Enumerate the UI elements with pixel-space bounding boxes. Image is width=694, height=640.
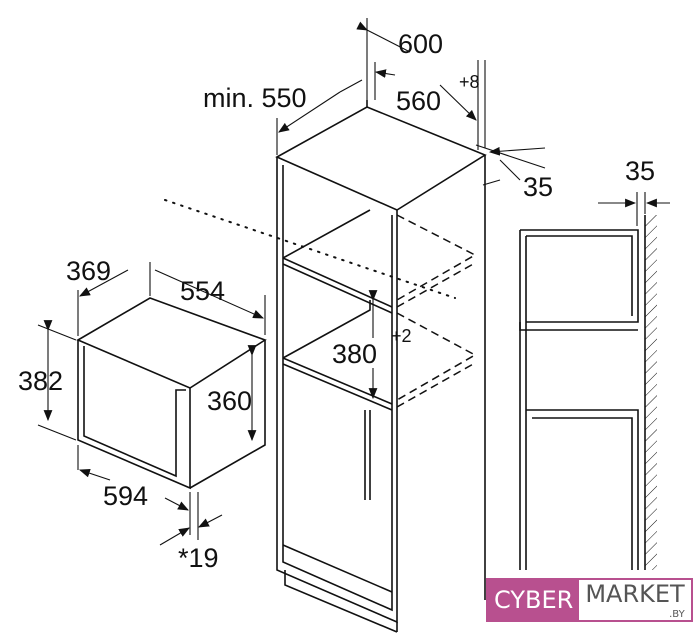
- label-appliance-height: 382: [18, 366, 63, 396]
- logo-part-1: CYBER: [488, 580, 580, 620]
- logo-part-2: MARKET.BY: [579, 580, 690, 620]
- label-side-gap: 35: [625, 156, 655, 186]
- label-niche-height: 380: [332, 339, 377, 369]
- cybermarket-logo: CYBER MARKET.BY: [486, 578, 693, 622]
- dimension-lines: [276, 18, 546, 400]
- logo-part-2-text: MARKET: [585, 580, 685, 608]
- label-appliance-body-width: 554: [180, 276, 225, 306]
- logo-suffix: .BY: [669, 609, 685, 620]
- label-niche-height-tolerance: +2: [391, 326, 412, 346]
- label-appliance-body-height: 360: [207, 386, 252, 416]
- label-cabinet-width: 600: [398, 29, 443, 59]
- label-appliance-width: 594: [103, 481, 148, 511]
- tall-cabinet: [275, 100, 487, 633]
- side-view: [519, 192, 670, 570]
- microwave: [37, 262, 267, 546]
- label-niche-width: 560: [396, 86, 441, 116]
- label-door-thickness: *19: [178, 543, 219, 573]
- label-appliance-depth: 369: [66, 256, 111, 286]
- label-niche-width-tolerance: +8: [459, 72, 480, 92]
- label-rear-gap: 35: [523, 172, 553, 202]
- dotted-guide: [164, 199, 456, 299]
- label-cabinet-depth: min. 550: [203, 83, 307, 113]
